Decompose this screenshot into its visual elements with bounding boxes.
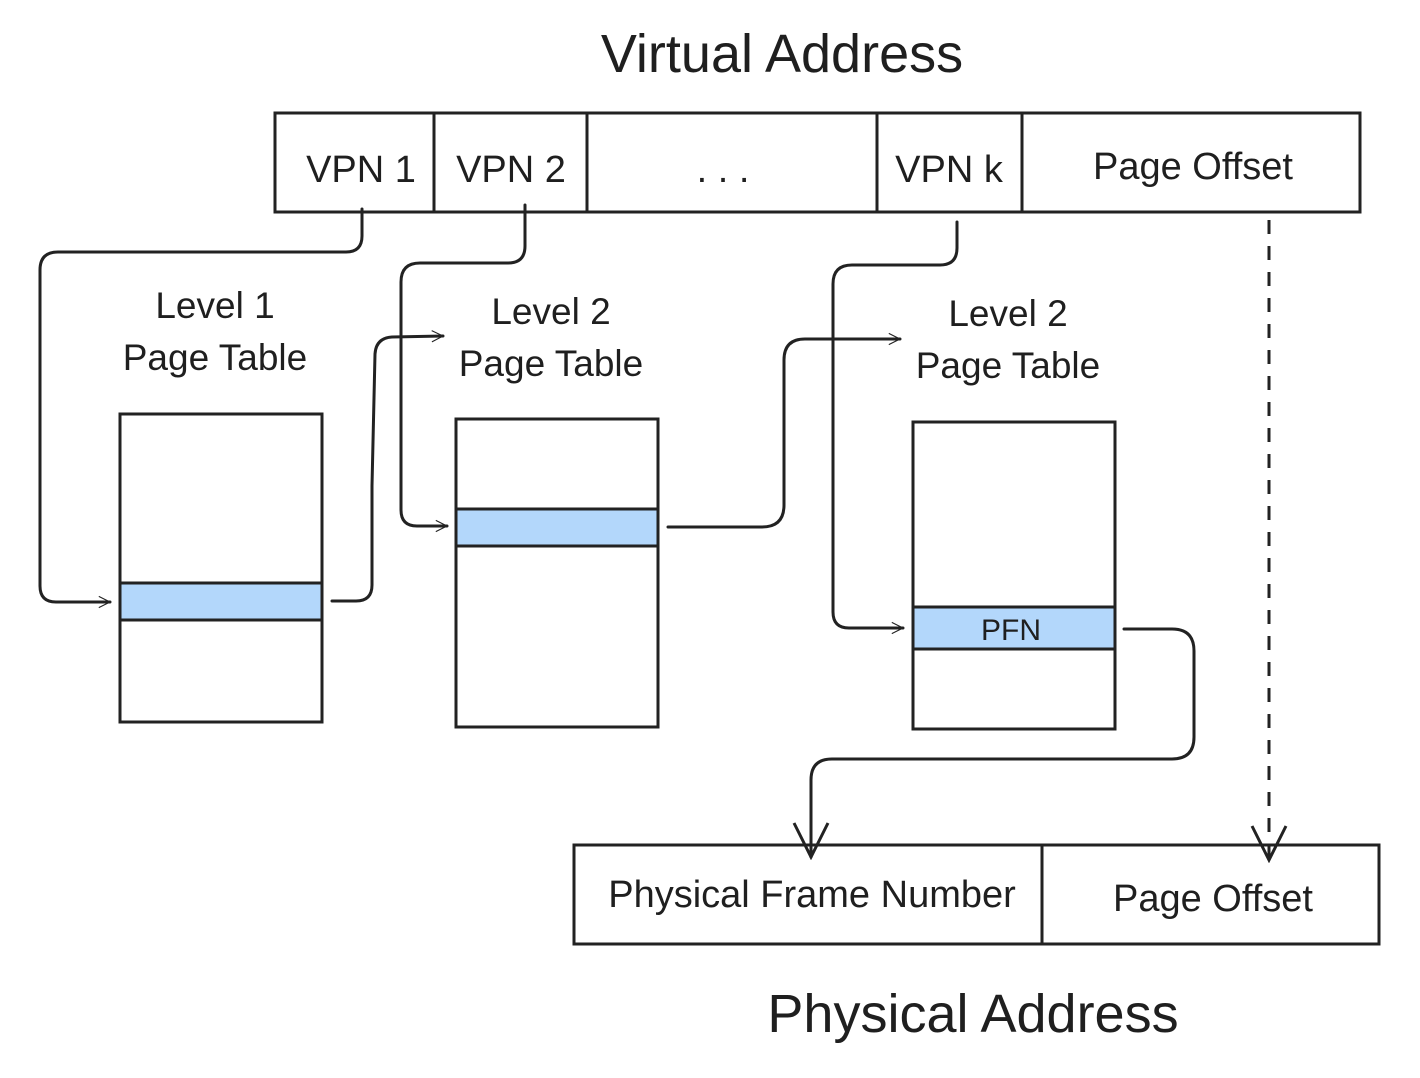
page-table-2-label-line1: Level 2: [491, 291, 610, 332]
page-table-2-entry: [454, 507, 660, 548]
page-table-3-label-line1: Level 2: [948, 293, 1067, 334]
page-table-3-entry: [911, 605, 1117, 651]
page-table-2-box: [454, 417, 660, 729]
virtual-address-bar: VPN 1 VPN 2 . . . VPN k Page Offset: [273, 111, 1362, 214]
arrow-pfn-to-frame-number: [811, 627, 1196, 857]
page-table-1-label-line2: Page Table: [123, 337, 307, 378]
arrow-vpn1-to-level1: [38, 207, 364, 609]
pa-field-page-offset: Page Offset: [1113, 878, 1313, 920]
page-table-3-label-line2: Page Table: [916, 345, 1100, 386]
page-table-3: PFN: [911, 420, 1117, 731]
physical-address-outline: [572, 843, 1381, 946]
page-table-1-entry: [118, 581, 324, 622]
arrow-level2-to-levelk-table: [666, 332, 902, 529]
va-field-ellipsis: . . .: [697, 149, 750, 191]
physical-address-title: Physical Address: [767, 984, 1178, 1044]
va-field-page-offset: Page Offset: [1093, 146, 1293, 188]
va-field-vpn1: VPN 1: [306, 149, 416, 191]
page-table-1: [118, 412, 324, 724]
page-table-2-label-line2: Page Table: [459, 343, 643, 384]
pfn-entry-label: PFN: [981, 614, 1041, 647]
pa-field-frame-number: Physical Frame Number: [608, 874, 1016, 916]
va-field-vpnk: VPN k: [895, 149, 1004, 191]
physical-address-bar: Physical Frame Number Page Offset: [572, 843, 1381, 946]
va-field-vpn2: VPN 2: [456, 149, 566, 191]
arrow-vpnk-to-levelk: [831, 220, 959, 635]
virtual-address-outline: [273, 111, 1362, 214]
page-table-1-label-line1: Level 1: [155, 285, 274, 326]
page-table-1-box: [118, 412, 324, 724]
page-table-3-box: [911, 420, 1117, 731]
page-table-2: [454, 417, 660, 729]
arrow-vpn2-to-level2: [399, 203, 527, 533]
virtual-address-title: Virtual Address: [601, 24, 963, 84]
arrow-level1-to-level2-table: [330, 330, 445, 603]
